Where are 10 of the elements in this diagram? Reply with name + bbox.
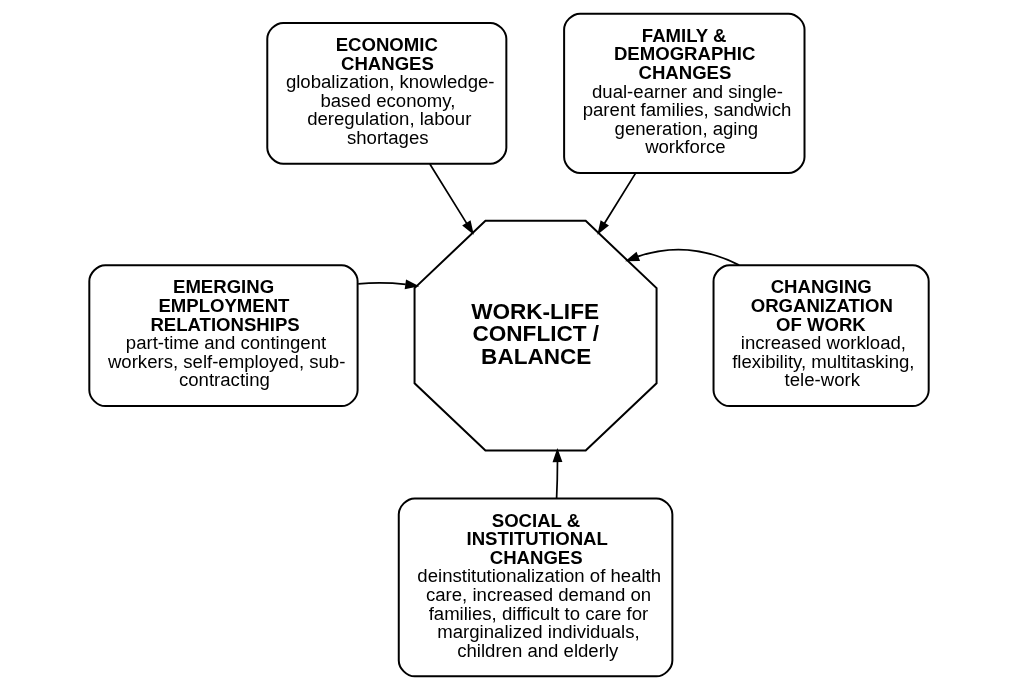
arrow [356,279,419,290]
node-box: FAMILY & DEMOGRAPHIC CHANGES dual-earner and single-parent families, sandwich generation, aging workforce [562,12,805,174]
arrow [552,448,562,500]
node-box: SOCIAL & INSTITUTIONAL CHANGES deinstitutionalization of health care, increased demand on families, difficult to care for marginalized individuals, children and elderly [397,497,673,678]
arrow [624,248,740,266]
node-box: ECONOMIC CHANGES globalization, knowledge-based economy, deregulation, labour shortages [265,21,507,165]
arrow [428,163,474,235]
arrow [596,172,636,235]
node-box: CHANGING ORGANIZATION OF WORK increased workload, flexibility, multitasking, tele-work [712,264,930,408]
node-box: EMERGING EMPLOYMENT RELATIONSHIPS part-time and contingent workers, self-employed, sub-contracting [87,264,359,408]
